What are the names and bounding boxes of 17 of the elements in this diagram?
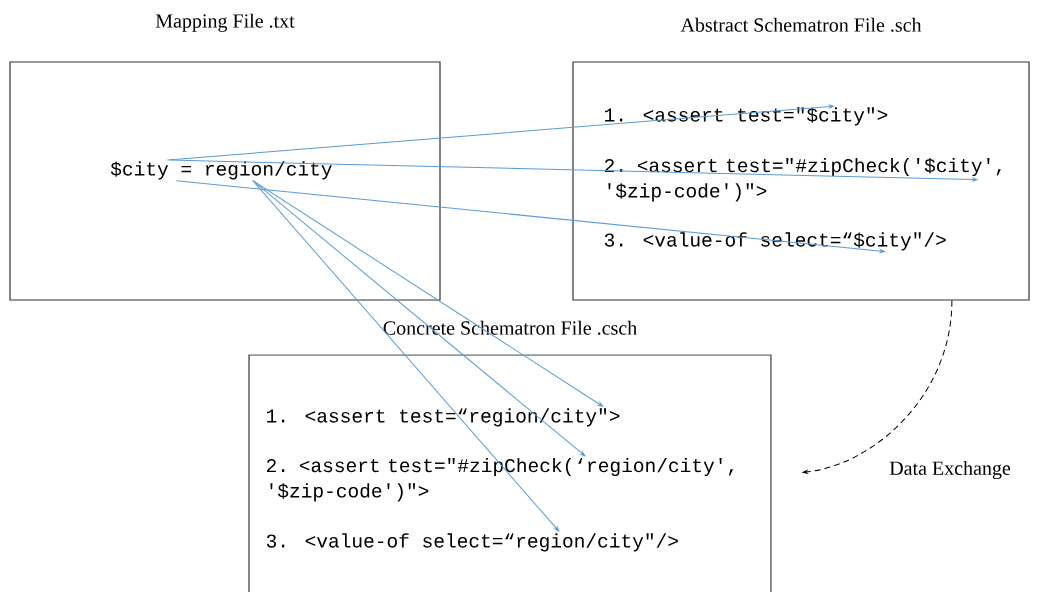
node-label: Concrete Schematron File .csch xyxy=(383,320,637,335)
mapping-expression: $city = region/city xyxy=(110,161,332,180)
arrow xyxy=(252,180,586,457)
edge-label: Data Exchange xyxy=(888,459,1012,481)
arrow xyxy=(252,180,560,532)
code-line: 2. <assert test="#zipCheck(‘region/city', '$zip-code')"> xyxy=(266,457,734,502)
arrow xyxy=(802,300,953,474)
code-line: 3. <value-of select=“$city"/> xyxy=(604,232,946,251)
code-line: 1. <assert test=“region/city"> xyxy=(267,408,620,427)
node-label: Mapping File .txt xyxy=(155,13,295,32)
arrow xyxy=(166,104,834,161)
arrow xyxy=(169,159,978,182)
code-line: 1. <assert test="$city"> xyxy=(605,107,888,126)
code-line: 2. <assert test="#zipCheck('$city', '$zip-code')"> xyxy=(604,157,1001,202)
code-line: 3. <value-of select=“region/city"/> xyxy=(266,533,678,552)
arrow xyxy=(175,180,885,254)
node-label: Abstract Schematron File .sch xyxy=(680,17,922,32)
